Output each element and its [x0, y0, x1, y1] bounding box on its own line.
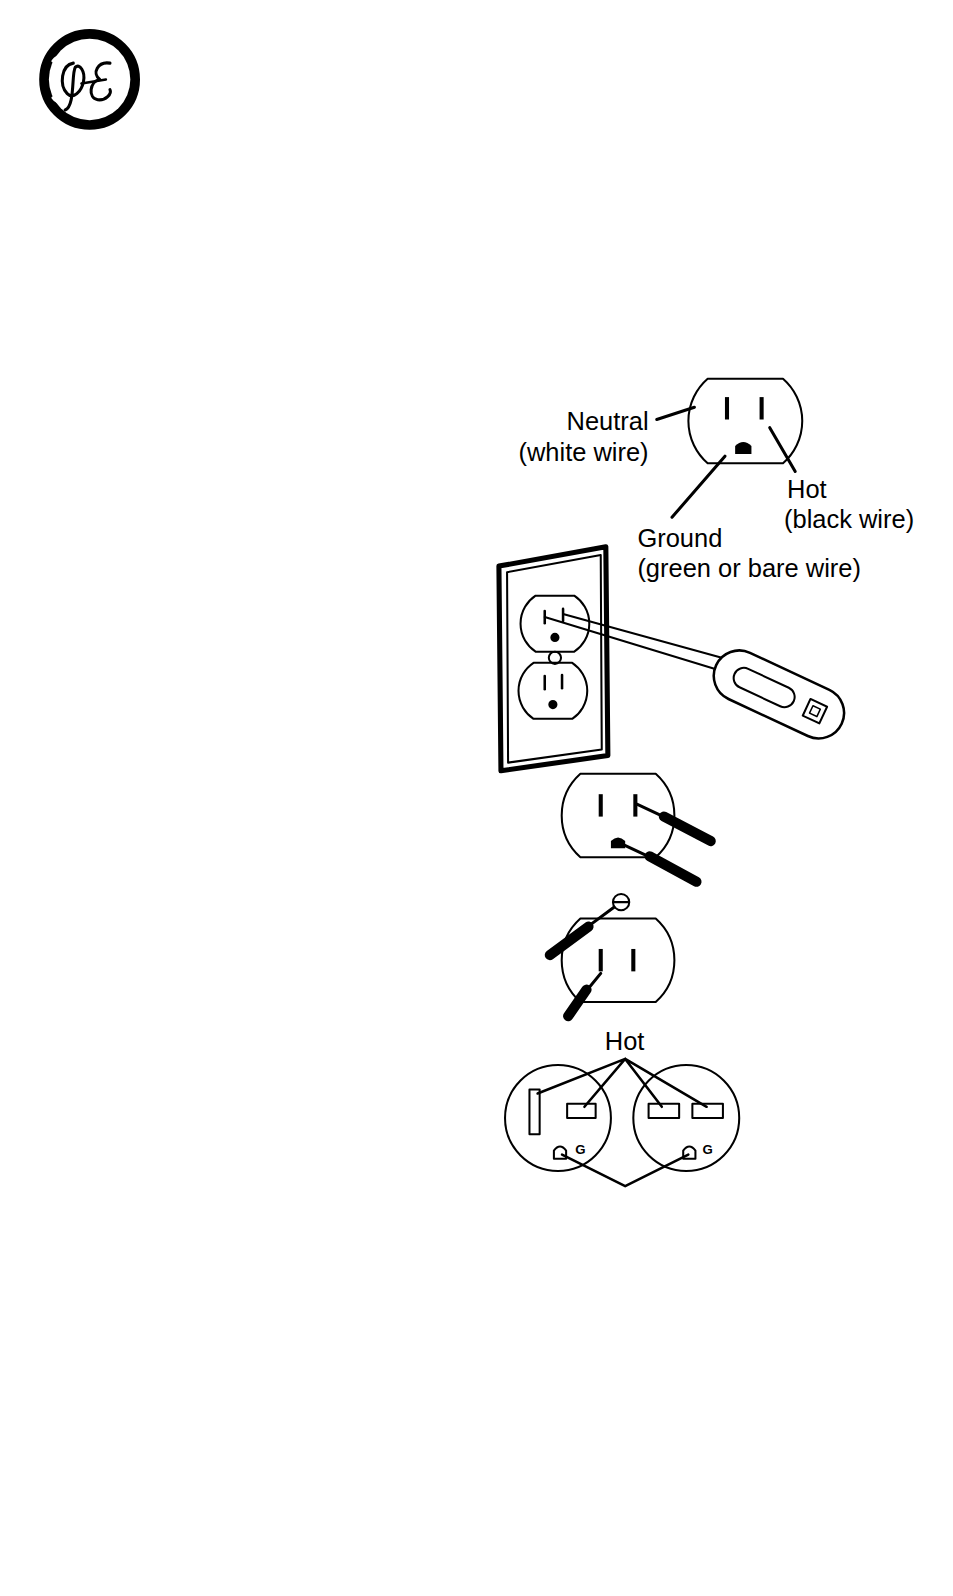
wire-label: (white wire)	[518, 438, 648, 467]
ground-label: G	[575, 1142, 585, 1156]
wire-label: Hot	[787, 474, 827, 503]
terminal-label: Hot	[605, 1026, 645, 1055]
wire-label: (green or bare wire)	[637, 554, 861, 583]
wire-label: Ground	[637, 523, 722, 552]
ground-label: G	[703, 1142, 713, 1156]
wire-label: Neutral	[567, 406, 649, 435]
wire-label: (black wire)	[784, 505, 914, 534]
